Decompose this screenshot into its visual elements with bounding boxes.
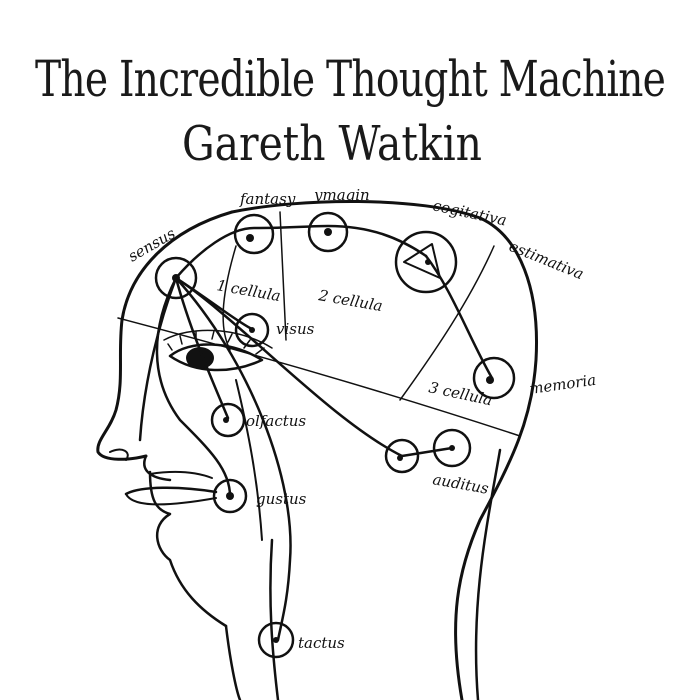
node-sensus-communis bbox=[154, 256, 198, 300]
label-auditus: auditus bbox=[431, 470, 490, 498]
node-gustus bbox=[212, 478, 248, 514]
faculty-nodes bbox=[154, 211, 516, 659]
label-fantasy: fantasy bbox=[239, 190, 296, 208]
label-cogitativa: cogitativa bbox=[431, 196, 508, 229]
label-olfactus: olfactus bbox=[246, 412, 306, 430]
label-tactus: tactus bbox=[298, 634, 345, 652]
node-olfactus bbox=[210, 402, 246, 438]
head-outline bbox=[96, 200, 538, 700]
album-title: The Incredible Thought Machine bbox=[35, 50, 665, 108]
node-cogitativa bbox=[394, 230, 458, 294]
node-auditus-inner bbox=[384, 438, 420, 474]
label-prima-cellula: 1 cellula bbox=[215, 276, 282, 305]
node-memoria bbox=[472, 356, 516, 400]
node-visus bbox=[234, 312, 270, 348]
label-estimativa: estimativa bbox=[507, 237, 587, 283]
artist-name: Gareth Watkin bbox=[182, 116, 482, 172]
label-gustus: gustus bbox=[256, 490, 307, 508]
node-fantasy bbox=[233, 213, 275, 255]
cell-dividers bbox=[117, 211, 521, 437]
eye bbox=[163, 329, 273, 372]
label-ymaginatio: ymagin bbox=[313, 186, 370, 204]
label-visus: visus bbox=[276, 320, 315, 338]
nerve-paths bbox=[138, 224, 494, 642]
node-auditus-outer bbox=[432, 428, 472, 468]
label-secunda-cellula: 2 cellula bbox=[316, 286, 384, 315]
label-tertia-cellula: 3 cellula bbox=[427, 378, 494, 409]
node-tactus bbox=[257, 621, 295, 659]
label-memoria: memoria bbox=[528, 371, 597, 398]
node-ymaginatio bbox=[307, 211, 349, 253]
